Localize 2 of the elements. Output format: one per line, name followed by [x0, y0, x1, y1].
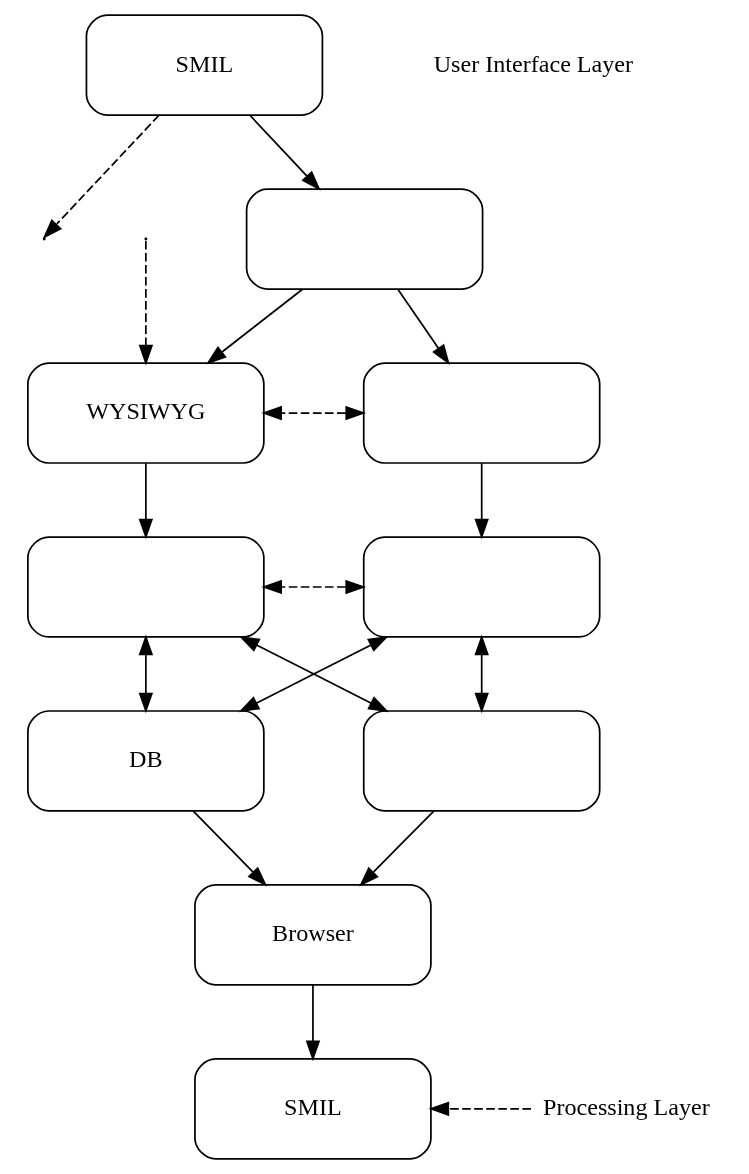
label: User Interface Layer: [433, 50, 634, 77]
node-text: Processing Layer: [543, 1094, 710, 1121]
